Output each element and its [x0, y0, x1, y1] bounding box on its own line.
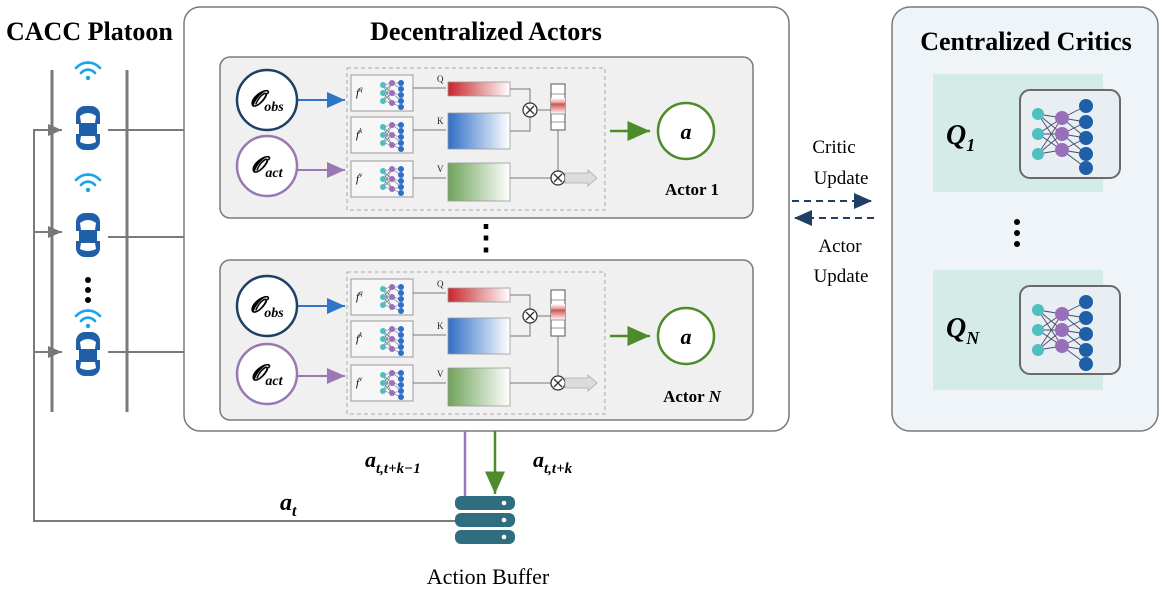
actor-update-label-1: Actor	[818, 236, 862, 257]
svg-text:V: V	[437, 164, 444, 174]
database-icon	[455, 496, 515, 544]
actor-update-label-2: Update	[814, 266, 869, 287]
obs-circle	[235, 274, 299, 338]
critic-update-label-2: Update	[814, 168, 869, 189]
svg-text:fq: fq	[356, 289, 363, 303]
svg-text:Q: Q	[437, 74, 444, 84]
actor-n-label: Actor N	[663, 387, 721, 406]
action-circle	[656, 101, 716, 161]
actor-1-block: 𝓞obs 𝓞act fq fk fv Q K V	[219, 56, 754, 219]
critics-ellipsis	[1014, 219, 1020, 247]
vehicle-ellipsis	[85, 277, 91, 303]
feedback-label: at	[280, 490, 297, 520]
act-circle	[235, 134, 299, 198]
svg-text:Q: Q	[437, 279, 444, 289]
buffer-input-label: at,t+k	[533, 447, 573, 477]
critics-title: Centralized Critics	[920, 27, 1132, 56]
actor-n-block: 𝓞obs 𝓞act fq fk fv Q K V	[219, 259, 754, 421]
critic-update-label-1: Critic	[812, 137, 855, 158]
svg-text:fv: fv	[356, 171, 363, 185]
obs-circle	[235, 68, 299, 132]
feedback-line-vehicle-1	[33, 124, 455, 522]
action-symbol: a	[681, 119, 692, 144]
actor-1-label: Actor 1	[665, 180, 719, 199]
buffer-output-label: at,t+k−1	[365, 447, 421, 477]
act-circle	[235, 342, 299, 406]
wifi-icon	[74, 173, 102, 194]
actors-title: Decentralized Actors	[370, 17, 602, 46]
svg-text:fq: fq	[356, 85, 363, 99]
car-icon	[76, 332, 100, 376]
platoon-title: CACC Platoon	[6, 17, 173, 46]
wifi-icon	[74, 309, 102, 330]
action-symbol: a	[681, 324, 692, 349]
car-icon	[76, 213, 100, 257]
svg-text:fk: fk	[356, 331, 363, 345]
svg-text:fv: fv	[356, 375, 363, 389]
svg-text:K: K	[437, 321, 444, 331]
car-icon	[76, 106, 100, 150]
actors-ellipsis: ⋮	[469, 220, 503, 257]
critic-1-network-icon	[1019, 89, 1121, 179]
svg-text:fk: fk	[356, 127, 363, 141]
svg-text:K: K	[437, 116, 444, 126]
critic-n-network-icon	[1019, 285, 1121, 375]
buffer-label: Action Buffer	[427, 564, 550, 589]
wifi-icon	[74, 61, 102, 82]
action-circle	[656, 306, 716, 366]
svg-text:V: V	[437, 369, 444, 379]
